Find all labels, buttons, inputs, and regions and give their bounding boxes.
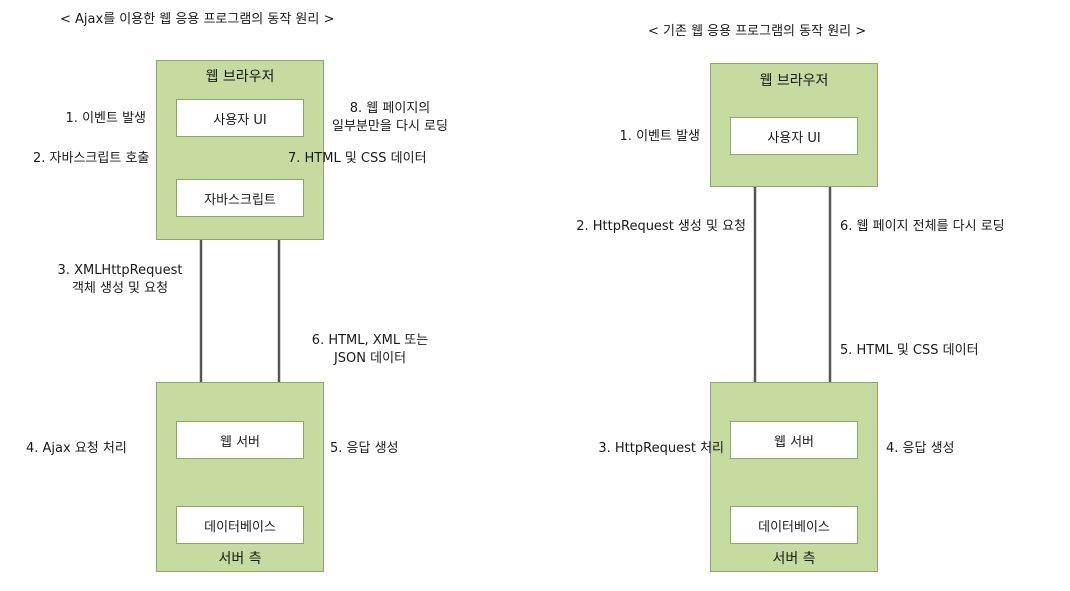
right-webserver-box: 웹 서버 xyxy=(730,421,858,459)
left-database-box: 데이터베이스 xyxy=(176,506,304,544)
left-step3-line2: 객체 생성 및 요청 xyxy=(71,281,169,296)
left-step7: 7. HTML 및 CSS 데이터 xyxy=(288,151,427,166)
right-step6: 6. 웹 페이지 전체를 다시 로딩 xyxy=(840,219,1005,234)
left-step3-line1: 3. XMLHttpRequest xyxy=(57,263,183,278)
left-step8-line1: 8. 웹 페이지의 xyxy=(349,101,431,116)
right-step1: 1. 이벤트 발생 xyxy=(619,129,700,144)
right-step2: 2. HttpRequest 생성 및 요청 xyxy=(576,219,746,234)
left-step1: 1. 이벤트 발생 xyxy=(65,111,146,126)
right-title: < 기존 웹 응용 프로그램의 동작 원리 > xyxy=(648,24,867,39)
right-database-box: 데이터베이스 xyxy=(730,506,858,544)
right-step4: 4. 응답 생성 xyxy=(886,441,955,456)
left-step6-line1: 6. HTML, XML 또는 xyxy=(311,333,429,348)
right-step3: 3. HttpRequest 처리 xyxy=(598,441,724,456)
right-browser-label: 웹 브라우저 xyxy=(759,73,829,89)
left-title: < Ajax를 이용한 웹 응용 프로그램의 동작 원리 > xyxy=(60,12,335,27)
right-step5: 5. HTML 및 CSS 데이터 xyxy=(840,343,979,358)
left-browser-label: 웹 브라우저 xyxy=(205,69,275,85)
left-step4: 4. Ajax 요청 처리 xyxy=(26,441,127,456)
right-user-ui-box: 사용자 UI xyxy=(730,117,858,155)
left-step8-line2: 일부분만을 다시 로딩 xyxy=(332,119,448,134)
left-user-ui-box: 사용자 UI xyxy=(176,99,304,137)
right-server-label: 서버 측 xyxy=(772,551,816,567)
left-step5: 5. 응답 생성 xyxy=(330,441,399,456)
left-javascript-box: 자바스크립트 xyxy=(176,179,304,217)
left-step6-line2: JSON 데이터 xyxy=(333,351,407,366)
left-step2: 2. 자바스크립트 호출 xyxy=(33,151,150,166)
left-server-label: 서버 측 xyxy=(218,551,262,567)
left-webserver-box: 웹 서버 xyxy=(176,421,304,459)
